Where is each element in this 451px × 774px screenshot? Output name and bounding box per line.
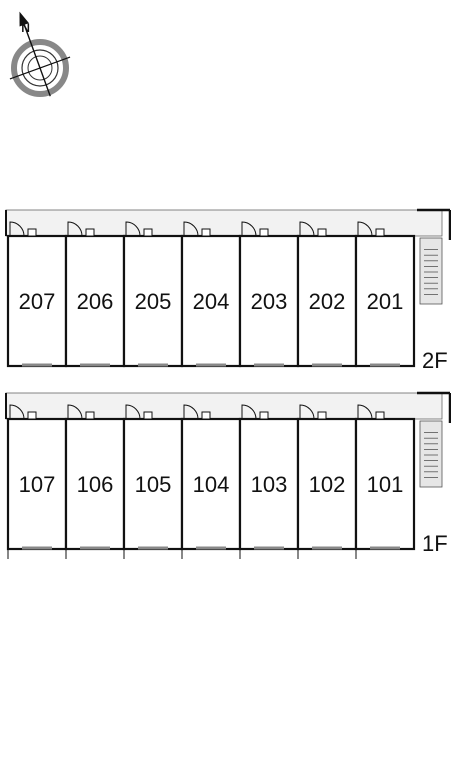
door-swing-icon <box>67 221 83 237</box>
floor-label: 1F <box>422 531 448 556</box>
unit-number: 102 <box>309 472 346 497</box>
unit-104[interactable]: 104 <box>180 404 242 559</box>
door-swing-icon <box>125 404 141 420</box>
meter-box <box>27 228 37 237</box>
compass-needle <box>23 24 51 97</box>
unit-number: 105 <box>135 472 172 497</box>
unit-103[interactable]: 103 <box>238 404 300 559</box>
unit-106[interactable]: 106 <box>64 404 126 559</box>
unit-outline <box>296 417 358 551</box>
door-swing-icon <box>299 221 315 237</box>
compass-core-ring <box>27 55 53 81</box>
unit-number: 202 <box>309 289 346 314</box>
door-swing-icon <box>183 221 199 237</box>
unit-number: 104 <box>193 472 230 497</box>
meter-box <box>85 411 95 420</box>
unit-202[interactable]: 202 <box>296 221 358 368</box>
unit-outline <box>238 234 300 368</box>
unit-207[interactable]: 207 <box>6 221 68 368</box>
meter-box <box>201 228 211 237</box>
unit-201[interactable]: 201 <box>354 221 416 368</box>
unit-number: 205 <box>135 289 172 314</box>
meter-box <box>27 411 37 420</box>
unit-outline <box>6 234 68 368</box>
unit-102[interactable]: 102 <box>296 404 358 559</box>
compass-north-arrow <box>19 11 29 27</box>
door-swing-icon <box>125 221 141 237</box>
unit-number: 103 <box>251 472 288 497</box>
unit-outline <box>238 417 300 551</box>
meter-box <box>259 411 269 420</box>
meter-box <box>317 411 327 420</box>
unit-outline <box>180 234 242 368</box>
unit-outline <box>354 234 416 368</box>
unit-number: 101 <box>367 472 404 497</box>
meter-box <box>143 411 153 420</box>
unit-107[interactable]: 107 <box>6 404 68 559</box>
unit-205[interactable]: 205 <box>122 221 184 368</box>
door-swing-icon <box>299 404 315 420</box>
door-swing-icon <box>183 404 199 420</box>
unit-204[interactable]: 204 <box>180 221 242 368</box>
meter-box <box>85 228 95 237</box>
unit-number: 106 <box>77 472 114 497</box>
staircase <box>419 420 443 488</box>
door-swing-icon <box>357 404 373 420</box>
compass-north-label: N <box>21 21 30 35</box>
unit-number: 204 <box>193 289 230 314</box>
unit-203[interactable]: 203 <box>238 221 300 368</box>
unit-number: 107 <box>19 472 56 497</box>
corridor <box>5 209 443 237</box>
meter-box <box>143 228 153 237</box>
door-swing-icon <box>9 404 25 420</box>
compass-rose-icon: N <box>9 11 71 97</box>
door-swing-icon <box>9 221 25 237</box>
floor-1f: 107 106 105 104 103 102 101 1F <box>5 391 451 559</box>
unit-number: 206 <box>77 289 114 314</box>
floor-label: 2F <box>422 348 448 373</box>
unit-outline <box>354 417 416 551</box>
unit-outline <box>180 417 242 551</box>
unit-105[interactable]: 105 <box>122 404 184 559</box>
door-swing-icon <box>241 221 257 237</box>
meter-box <box>201 411 211 420</box>
door-swing-icon <box>241 404 257 420</box>
unit-number: 207 <box>19 289 56 314</box>
compass-cross-line <box>9 56 71 80</box>
door-swing-icon <box>67 404 83 420</box>
meter-box <box>259 228 269 237</box>
unit-number: 201 <box>367 289 404 314</box>
unit-101[interactable]: 101 <box>354 404 416 559</box>
unit-206[interactable]: 206 <box>64 221 126 368</box>
door-swing-icon <box>357 221 373 237</box>
unit-number: 203 <box>251 289 288 314</box>
staircase <box>419 237 443 305</box>
compass-outer-ring <box>11 39 69 97</box>
meter-box <box>375 411 385 420</box>
meter-box <box>317 228 327 237</box>
floor-2f: 207 206 205 204 203 202 201 2F <box>5 208 451 373</box>
meter-box <box>375 228 385 237</box>
